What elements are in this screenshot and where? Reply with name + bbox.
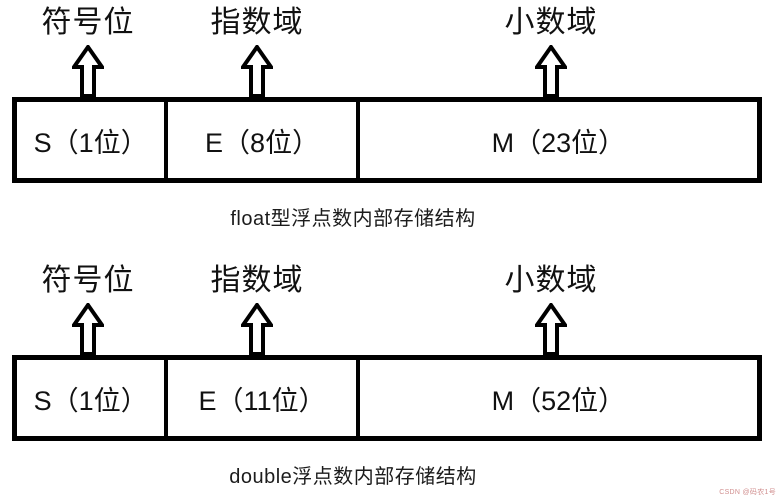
float-mantissa-cell: M（23位）: [491, 127, 626, 158]
double-section: 符号位 指数域 小数域 S（1位） E（11位） M（52位） double浮点…: [0, 258, 780, 500]
double-sign-cell: S（1位）: [17, 360, 169, 436]
up-arrow-icon: [72, 303, 104, 356]
float-sign-pointer: 符号位: [18, 4, 158, 98]
float-exponent-cell: E（8位）: [168, 102, 360, 178]
up-arrow-icon: [241, 303, 273, 356]
sign-bit-label: 符号位: [41, 6, 135, 39]
float-section: 符号位 指数域 小数域 S（1位） E（8位） M（23位） float型浮点数…: [12, 4, 762, 230]
up-arrow-icon: [241, 45, 273, 98]
float-sign-cell: S（1位）: [17, 102, 169, 178]
float-caption: float型浮点数内部存储结构: [230, 208, 476, 230]
up-arrow-icon: [72, 45, 104, 98]
double-fraction-pointer: 小数域: [481, 262, 621, 356]
up-arrow-icon: [535, 303, 567, 356]
float-fraction-pointer: 小数域: [481, 4, 621, 98]
double-bit-box: S（1位） E（11位） M（52位）: [12, 355, 762, 441]
up-arrow-icon: [535, 45, 567, 98]
double-exponent-pointer: 指数域: [187, 262, 327, 356]
exponent-field-label: 指数域: [210, 264, 304, 297]
fraction-field-label: 小数域: [504, 264, 598, 297]
double-exponent-cell: E（11位）: [168, 360, 360, 436]
csdn-watermark: CSDN @码农1号: [719, 489, 776, 496]
double-mantissa-cell: M（52位）: [491, 385, 626, 416]
double-sign-pointer: 符号位: [18, 262, 158, 356]
float-exponent-pointer: 指数域: [187, 4, 327, 98]
fraction-field-label: 小数域: [504, 6, 598, 39]
sign-bit-label: 符号位: [41, 264, 135, 297]
exponent-field-label: 指数域: [210, 6, 304, 39]
double-caption: double浮点数内部存储结构: [229, 466, 477, 488]
float-bit-box: S（1位） E（8位） M（23位）: [12, 97, 762, 183]
